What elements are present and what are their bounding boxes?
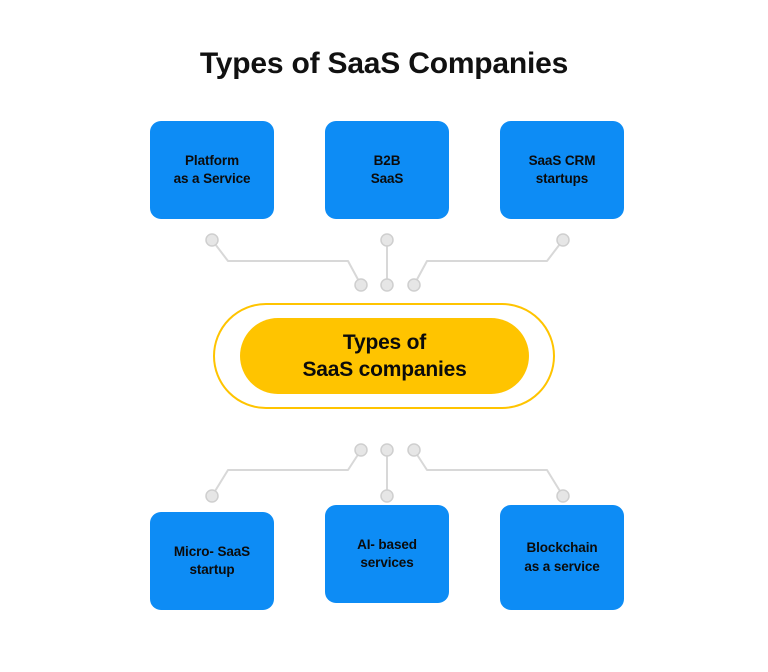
center-node-label: Types of SaaS companies — [302, 330, 467, 381]
connector-bottom-center-to-dot — [380, 489, 394, 503]
connector-top-center-from-dot — [380, 233, 394, 247]
connector-top-left-line — [211, 239, 362, 286]
bottom-node-blockchain-as-a-service[interactable]: Blockchain as a service — [500, 505, 624, 610]
connector-bottom-right-to-dot — [407, 443, 421, 457]
top-node-label: Platform as a Service — [173, 152, 251, 186]
connector-top-left-from-dot — [205, 233, 219, 247]
top-node-saas-crm-startups[interactable]: SaaS CRM startups — [500, 121, 624, 219]
top-node-platform-as-a-service[interactable]: Platform as a Service — [150, 121, 274, 219]
bottom-node-ai-based-services[interactable]: AI- based services — [325, 505, 449, 603]
bottom-node-label: Blockchain as a service — [524, 540, 600, 574]
top-node-label: B2B SaaS — [370, 152, 404, 186]
connector-bottom-left-from-dot — [205, 489, 219, 503]
connector-bottom-center-from-dot — [380, 443, 394, 457]
connector-bottom-left-line — [211, 449, 362, 497]
page-title: Types of SaaS Companies — [199, 47, 569, 80]
connector-bottom-right-from-dot — [556, 489, 570, 503]
connector-top-right-line — [413, 239, 564, 286]
center-node[interactable]: Types of SaaS companies — [240, 318, 529, 394]
connector-top-right-from-dot — [556, 233, 570, 247]
connector-bottom-right-line — [413, 449, 564, 497]
bottom-node-label: AI- based services — [357, 536, 417, 570]
top-node-b2b-saas[interactable]: B2B SaaS — [325, 121, 449, 219]
connector-top-left-to-dot — [354, 278, 368, 292]
connector-top-center-to-dot — [380, 278, 394, 292]
connector-top-right-to-dot — [407, 278, 421, 292]
bottom-node-micro-saas-startup[interactable]: Micro- SaaS startup — [150, 512, 274, 610]
connector-bottom-left-to-dot — [354, 443, 368, 457]
top-node-label: SaaS CRM startups — [528, 152, 596, 186]
bottom-node-label: Micro- SaaS startup — [173, 543, 251, 577]
